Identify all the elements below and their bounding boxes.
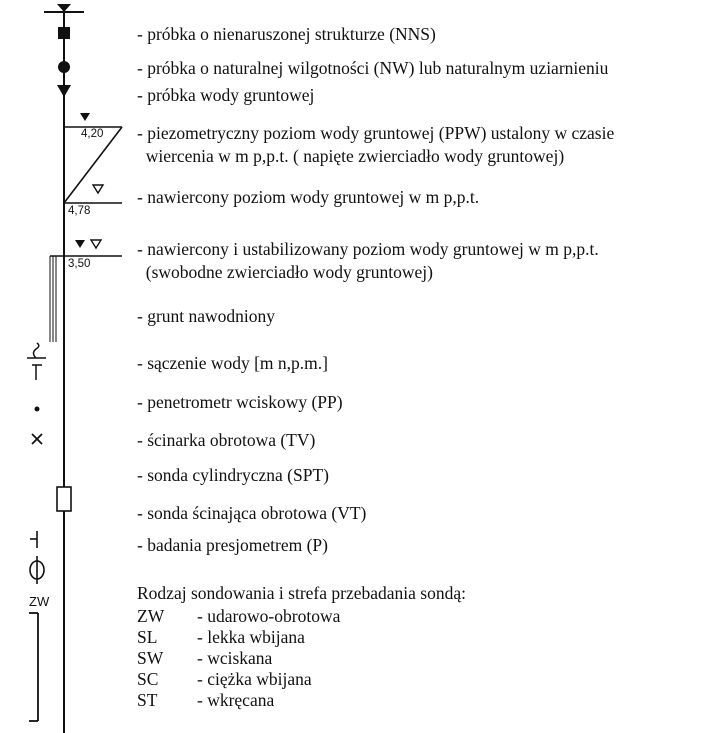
pressuremeter-icon <box>29 556 45 584</box>
legend-item: - nawiercony poziom wody gruntowej w m p… <box>137 187 480 207</box>
surface-symbol-icon <box>44 4 84 13</box>
saturated-soil-hatch <box>49 256 57 342</box>
legend-item: - grunt nawodniony <box>137 306 276 326</box>
legend-item: wiercenia w m p,p.t. ( napięte zwierciad… <box>137 146 565 166</box>
legend-item: - sonda ścinająca obrotowa (VT) <box>137 503 367 523</box>
sounding-desc: - ciężka wbijana <box>197 669 312 689</box>
legend-item: - próbka wody gruntowej <box>137 85 315 105</box>
legend-item: - ścinarka obrotowa (TV) <box>137 430 316 450</box>
vane-test-icon <box>30 531 38 548</box>
depth-label: 4,20 <box>81 128 104 140</box>
sounding-code: SC <box>137 669 159 689</box>
legend-item: - próbka o naturalnej wilgotności (NW) l… <box>137 58 609 78</box>
sounding-zone-label: ZW <box>29 594 50 609</box>
seepage-icon <box>27 342 46 380</box>
legend-item: - próbka o nienaruszonej strukturze (NNS… <box>137 24 436 44</box>
legend-item: - penetrometr wciskowy (PP) <box>137 392 343 412</box>
depth-label: 3,50 <box>68 258 91 270</box>
legend-item: - sączenie wody [m n,p.m.] <box>137 353 328 373</box>
sounding-code: ZW <box>137 606 165 626</box>
sounding-desc: - wciskana <box>197 648 273 668</box>
penetrometer-icon <box>34 406 40 412</box>
legend-item: - sonda cylindryczna (SPT) <box>137 465 329 485</box>
legend-item: - badania presjometrem (P) <box>137 535 328 555</box>
legend-item: - piezometryczny poziom wody gruntowej (… <box>137 123 615 143</box>
sounding-header: Rodzaj sondowania i strefa przebadania s… <box>137 583 466 603</box>
spt-cylinder-icon <box>56 486 72 512</box>
torvane-cross-icon <box>31 433 43 445</box>
nns-sample-icon <box>58 27 70 39</box>
sounding-code: ST <box>137 690 158 710</box>
depth-label: 4,78 <box>68 205 91 217</box>
sounding-code: SL <box>137 627 158 647</box>
legend-item: - nawiercony i ustabilizowany poziom wod… <box>137 239 599 259</box>
sounding-code: SW <box>137 648 164 668</box>
stabilized-level-icon <box>50 239 122 257</box>
piezometric-level-icon <box>63 113 123 204</box>
legend-item: (swobodne zwierciadło wody gruntowej) <box>137 262 433 282</box>
sounding-zone-bracket <box>29 612 39 722</box>
sounding-desc: - lekka wbijana <box>197 627 305 647</box>
water-sample-icon <box>57 85 71 97</box>
sounding-desc: - udarowo-obrotowa <box>197 606 341 626</box>
nw-sample-icon <box>58 61 70 73</box>
sounding-desc: - wkręcana <box>197 690 275 710</box>
